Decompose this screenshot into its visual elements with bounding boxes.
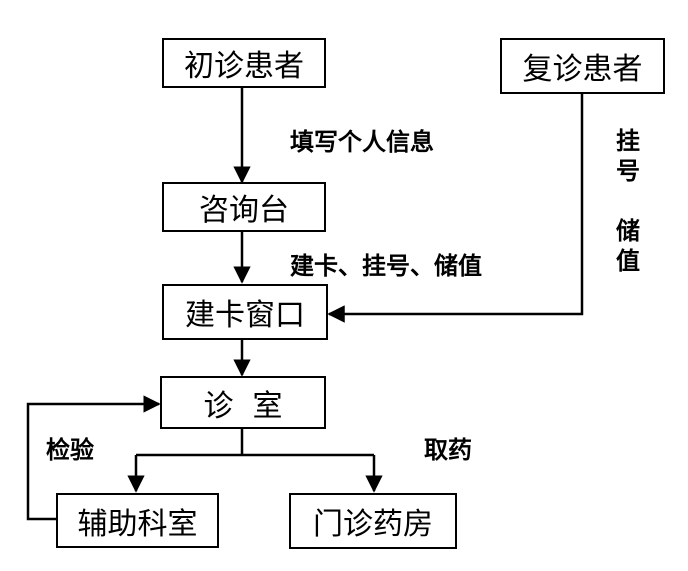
node-auxiliary-department: 辅助科室 <box>56 493 219 548</box>
label-return-deposit: 储值 <box>613 216 643 276</box>
node-card-window: 建卡窗口 <box>162 284 328 340</box>
label-return-registration: 挂号 <box>613 126 643 186</box>
node-outpatient-pharmacy: 门诊药房 <box>289 493 457 549</box>
label-return-deposit-text: 储值 <box>616 217 640 275</box>
label-card-registration-deposit: 建卡、挂号、储值 <box>290 252 482 280</box>
label-lab-test: 检验 <box>46 436 94 464</box>
label-fill-personal-info: 填写个人信息 <box>290 128 434 156</box>
node-consult-desk: 咨询台 <box>162 182 326 232</box>
node-return-visit-patient: 复诊患者 <box>500 38 665 94</box>
arrow-return-to-card <box>327 93 584 323</box>
arrow-aux-back-to-clinic <box>26 395 161 521</box>
node-first-visit-patient: 初诊患者 <box>162 38 326 88</box>
node-clinic-room: 诊 室 <box>160 376 326 429</box>
label-get-medicine: 取药 <box>424 436 472 464</box>
label-return-registration-text: 挂号 <box>616 127 640 185</box>
